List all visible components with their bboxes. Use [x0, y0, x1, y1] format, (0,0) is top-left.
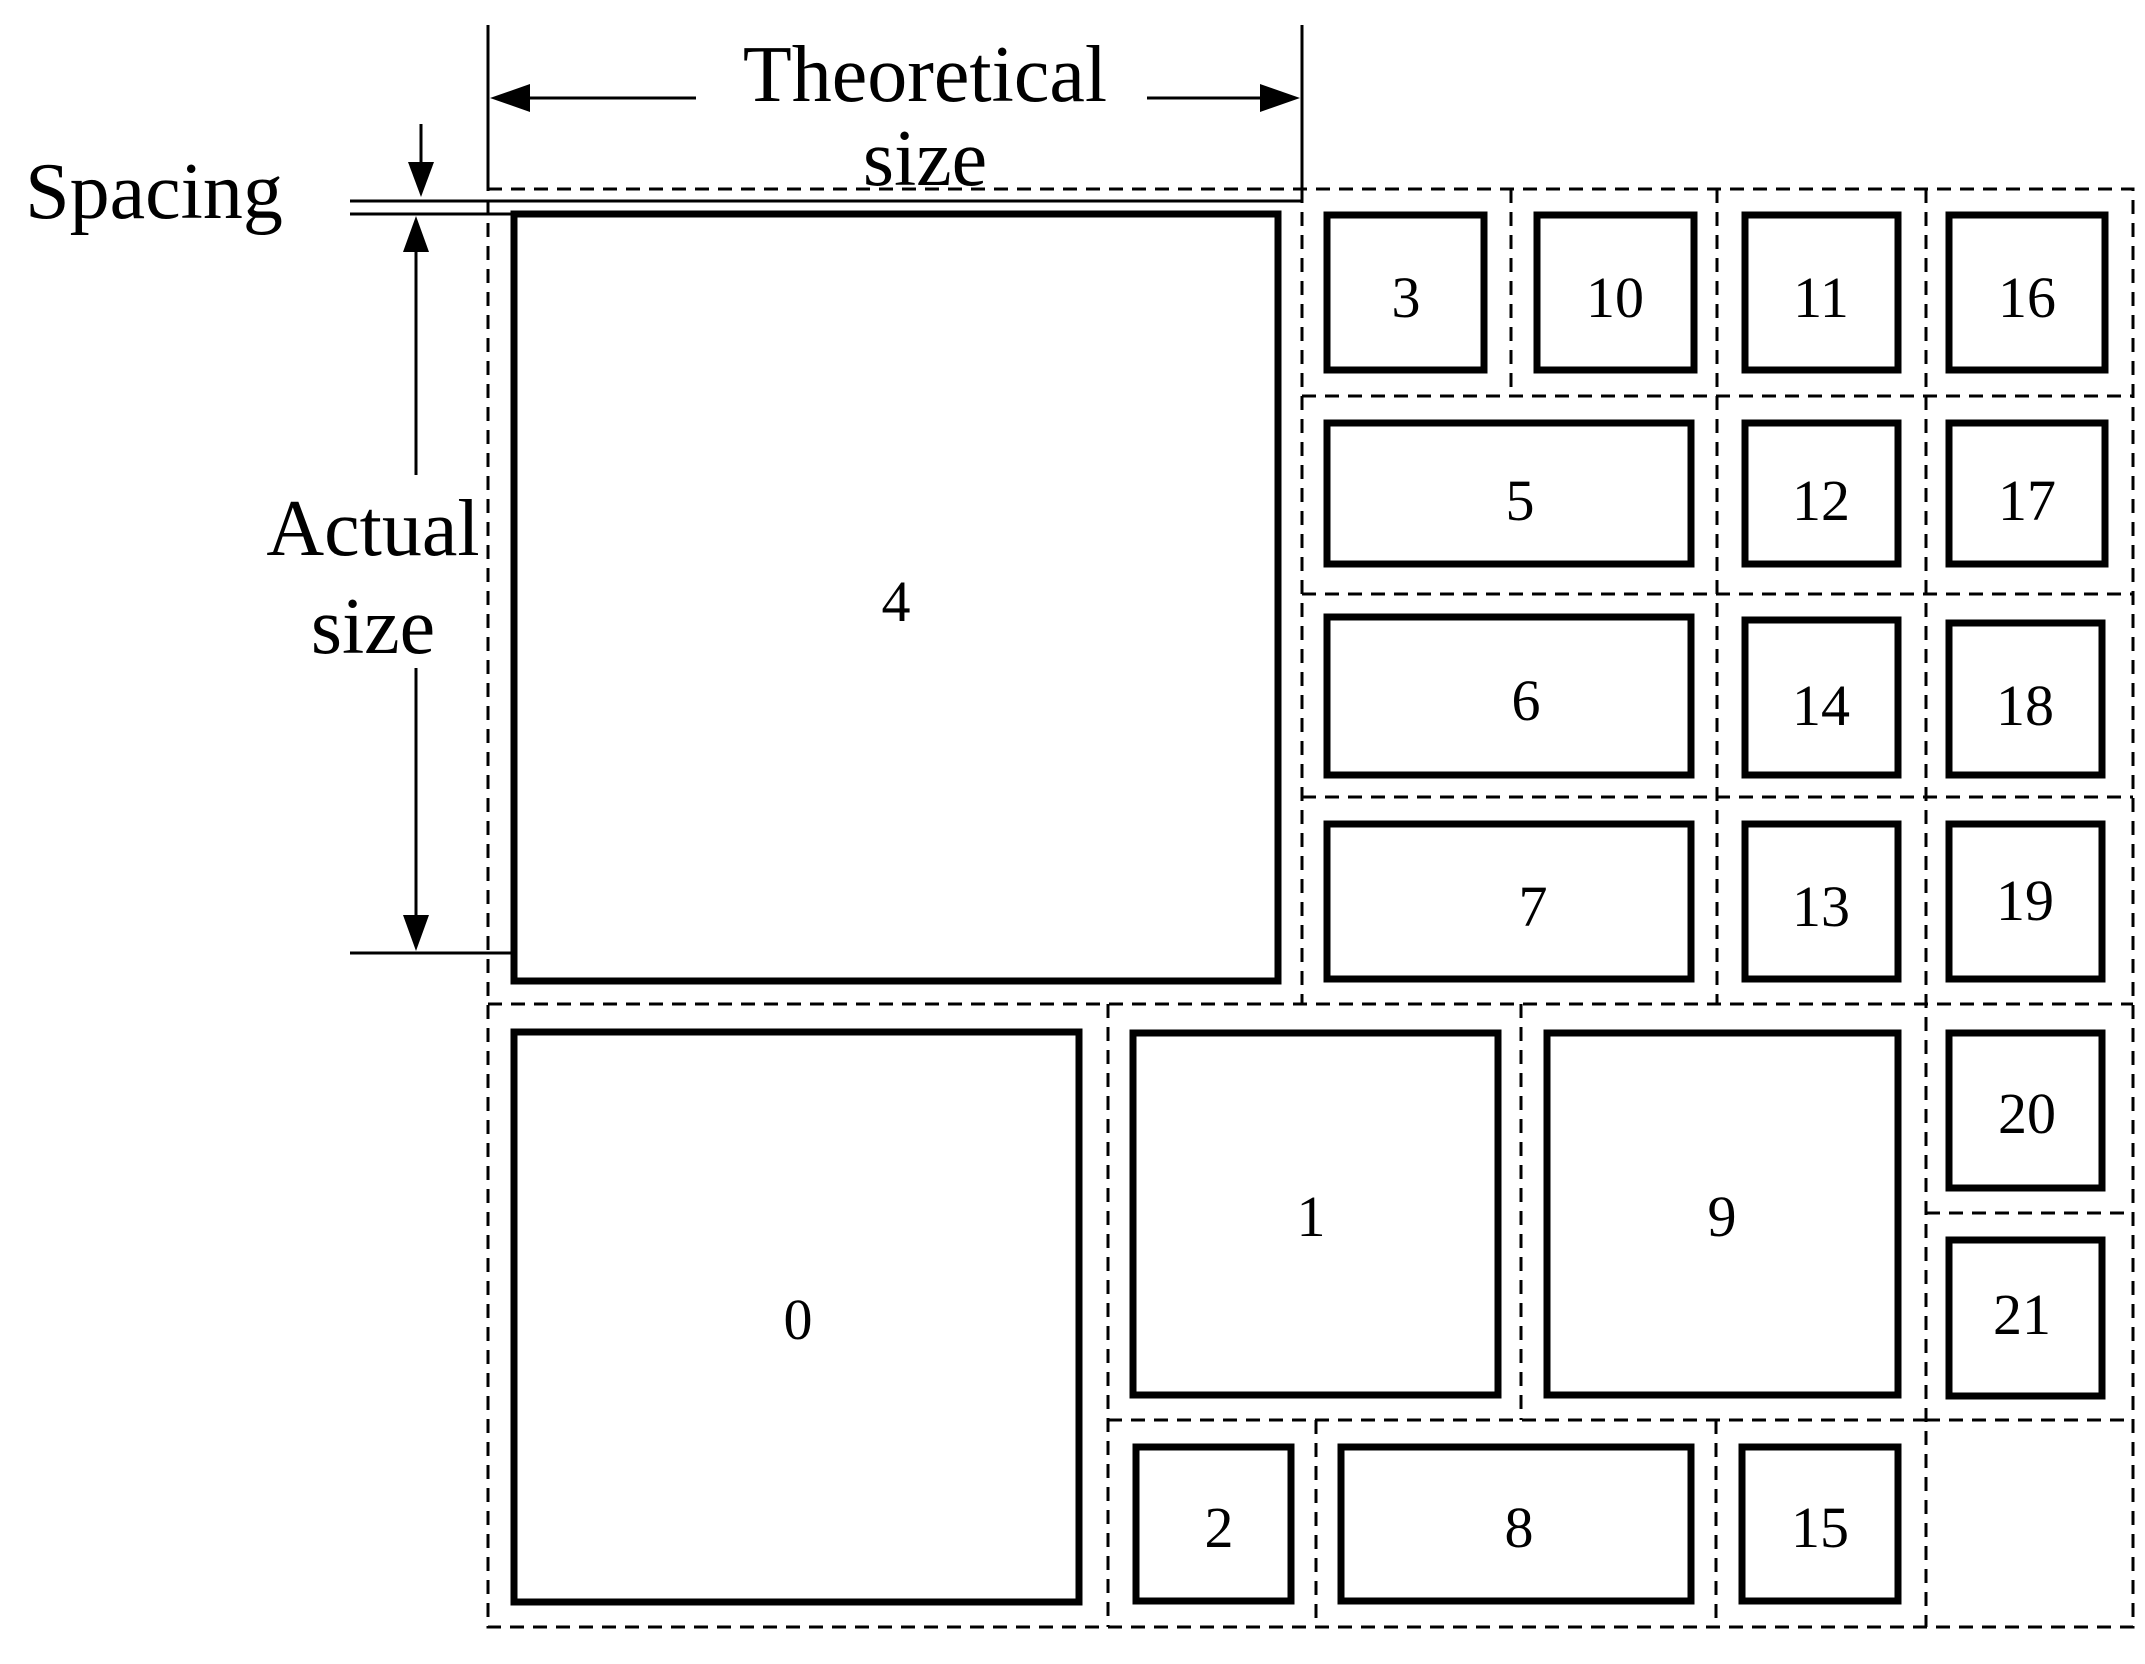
block-10-label: 10	[1586, 265, 1644, 330]
block-17-label: 17	[1998, 468, 2056, 533]
block-5-label: 5	[1506, 468, 1535, 533]
block-8-outline	[1337, 1443, 1695, 1605]
block-21: 21	[1945, 1236, 2106, 1400]
block-1-label: 1	[1297, 1184, 1326, 1249]
block-0-outline	[510, 1028, 1083, 1606]
block-14-label: 14	[1792, 673, 1850, 738]
block-21-outline	[1945, 1236, 2106, 1400]
block-11-label: 11	[1793, 265, 1849, 330]
block-14-outline	[1741, 616, 1902, 779]
block-4-label: 4	[882, 569, 911, 634]
outer-boundary	[486, 187, 2135, 1629]
block-12: 12	[1741, 419, 1902, 568]
arrowhead-right-icon	[1260, 84, 1300, 112]
block-8: 8	[1337, 1443, 1695, 1605]
block-3-label: 3	[1392, 265, 1421, 330]
block-2-outline	[1132, 1443, 1295, 1605]
block-13: 13	[1741, 820, 1902, 983]
block-17-outline	[1945, 419, 2109, 568]
block-11: 11	[1741, 211, 1902, 374]
block-3: 3	[1323, 211, 1488, 374]
block-10-outline	[1533, 211, 1698, 374]
actual-size-arrowhead-up-icon	[403, 216, 429, 252]
block-14: 14	[1741, 616, 1902, 779]
block-18: 18	[1945, 619, 2106, 779]
block-16-label: 16	[1998, 265, 2056, 330]
block-20-label: 20	[1998, 1081, 2056, 1146]
block-16: 16	[1945, 211, 2109, 374]
block-0-label: 0	[784, 1287, 813, 1352]
block-10: 10	[1533, 211, 1698, 374]
block-8-label: 8	[1505, 1495, 1534, 1560]
block-5-outline	[1323, 419, 1695, 568]
block-7: 7	[1323, 820, 1695, 983]
block-3-outline	[1323, 211, 1488, 374]
block-1: 1	[1129, 1029, 1502, 1399]
block-17: 17	[1945, 419, 2109, 568]
block-2-label: 2	[1205, 1495, 1234, 1560]
block-9: 9	[1543, 1029, 1902, 1399]
actual-size-arrowhead-down-icon	[403, 915, 429, 951]
theoretical-size-label-line2: size	[863, 115, 987, 203]
actual-size-label-line1: Actual	[266, 485, 479, 573]
block-15: 15	[1738, 1443, 1902, 1605]
block-6-label: 6	[1512, 668, 1541, 733]
block-16-outline	[1945, 211, 2109, 374]
block-5: 5	[1323, 419, 1695, 568]
block-20: 20	[1945, 1029, 2106, 1192]
block-13-outline	[1741, 820, 1902, 983]
block-6: 6	[1323, 613, 1695, 779]
block-4: 4	[510, 210, 1282, 985]
block-2: 2	[1132, 1443, 1295, 1605]
block-9-outline	[1543, 1029, 1902, 1399]
block-18-outline	[1945, 619, 2106, 779]
block-15-outline	[1738, 1443, 1902, 1605]
block-9-label: 9	[1708, 1184, 1737, 1249]
dimension-annotations: Theoretical size Spacing Actual size	[25, 25, 1304, 955]
spacing-arrowhead-icon	[408, 162, 434, 197]
block-18-label: 18	[1996, 673, 2054, 738]
block-19-outline	[1945, 820, 2106, 983]
block-12-label: 12	[1792, 468, 1850, 533]
theoretical-size-label-line1: Theoretical	[743, 31, 1107, 119]
block-21-label: 21	[1993, 1282, 2051, 1347]
block-1-outline	[1129, 1029, 1502, 1399]
theoretical-cells	[488, 189, 2133, 1627]
block-7-outline	[1323, 820, 1695, 983]
block-7-label: 7	[1519, 874, 1548, 939]
block-12-outline	[1741, 419, 1902, 568]
block-19-label: 19	[1996, 868, 2054, 933]
block-4-outline	[510, 210, 1282, 985]
actual-size-label-line2: size	[311, 583, 435, 671]
block-6-outline	[1323, 613, 1695, 779]
block-13-label: 13	[1792, 874, 1850, 939]
block-20-outline	[1945, 1029, 2106, 1192]
arrowhead-left-icon	[490, 84, 530, 112]
block-15-label: 15	[1791, 1495, 1849, 1560]
block-19: 19	[1945, 820, 2106, 983]
block-0: 0	[510, 1028, 1083, 1606]
block-11-outline	[1741, 211, 1902, 374]
spacing-label: Spacing	[25, 148, 283, 236]
